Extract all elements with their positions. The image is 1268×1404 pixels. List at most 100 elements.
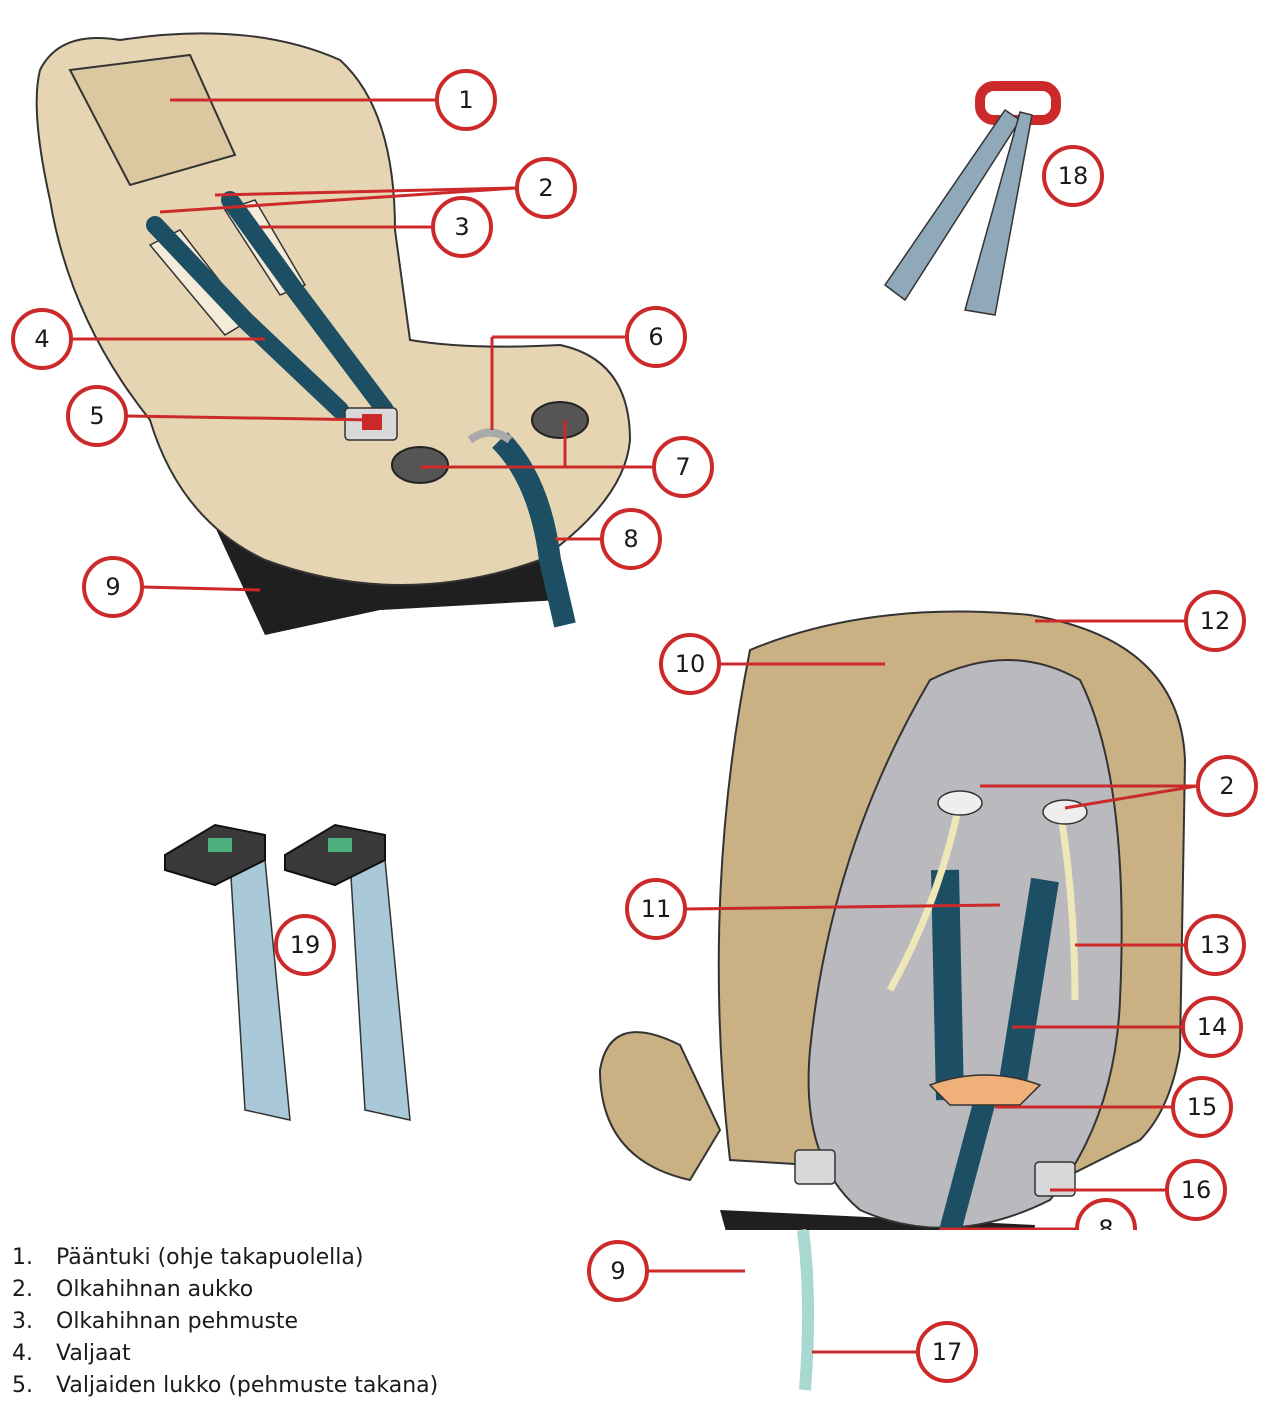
shoulder-slot-left [937,790,983,816]
callout-number: 12 [1200,607,1231,635]
callout-number: 13 [1200,931,1231,959]
callout-number: 3 [454,213,469,241]
callout-leader-line [685,903,1001,911]
seat-front-view [35,32,632,635]
isofix-latch-left [794,1149,836,1185]
callout-leader-line [214,186,517,197]
isofix-connectors [164,823,411,1121]
harness-strap-right [221,191,394,419]
headrest-cord-right [1056,809,1079,1001]
legend-number: 3. [12,1309,33,1334]
legend-text: Pääntuki (ohje takapuolella) [56,1245,364,1270]
isofix-strap-left [229,859,291,1121]
callout-circle [431,196,493,258]
callout-circle [652,436,714,498]
callout-number: 18 [1058,162,1089,190]
tether-strap-right [964,111,1033,316]
callout-circles-bottom: 9 17 [587,1240,978,1383]
callout-number: 2 [1219,772,1234,800]
callout-circle [1184,914,1246,976]
seat-rear-view [598,610,1187,1230]
callout-leader-line [126,414,376,422]
callout-number: 9 [105,573,120,601]
isofix-strap-right [349,859,411,1121]
legend-text: Valjaat [56,1341,131,1366]
legend-item: 2. Olkahihnan aukko [12,1274,438,1306]
callout-number: 16 [1181,1176,1212,1204]
tether-strap-left [883,108,1022,302]
crotch-strap [492,432,576,628]
callout-leader-line [1064,784,1198,810]
callout-number: 17 [932,1338,963,1366]
legend: 1. Pääntuki (ohje takapuolella) 2. Olkahih… [12,1242,438,1402]
callout-number: 6 [648,323,663,351]
callout-number: 8 [1098,1215,1113,1230]
shoulder-slot-right [1042,799,1088,825]
callout-circle [600,508,662,570]
callout-circle [274,914,336,976]
callout-number: 8 [623,525,638,553]
headrest-cord-left [886,799,964,992]
callout-circle [66,385,128,447]
rear-shell [807,659,1123,1229]
rear-harness-center [938,1097,996,1230]
callout-lines [72,98,1198,1230]
legend-item: 4. Valjaat [12,1338,438,1370]
callout-lines-bottom [648,1269,917,1354]
callout-number: 2 [538,174,553,202]
legend-number: 2. [12,1277,33,1302]
isofix-connector-right [284,823,386,887]
callout-number: 5 [89,402,104,430]
diagram-bottom: 9 17 [587,1230,978,1391]
tether-ring [975,81,1061,125]
callout-leader-line [142,585,261,592]
legend-text: Olkahihnan pehmuste [56,1309,299,1334]
callout-circle [82,556,144,618]
legend-item: 3. Olkahihnan pehmuste [12,1306,438,1338]
isofix-guide-left [391,446,449,484]
callout-circle [1184,590,1246,652]
callout-number: 11 [641,895,672,923]
callout-circle [587,1240,649,1302]
rear-seat-cushion [598,1031,722,1182]
callout-circle [515,157,577,219]
seat-cushion-fabric [35,32,632,586]
isofix-latch-right [1034,1161,1076,1197]
isofix-indicator-left [208,838,232,852]
harness-buckle-button [362,414,382,430]
top-tether-strap [883,81,1061,316]
legend-number: 5. [12,1373,33,1398]
callout-number: 15 [1187,1093,1218,1121]
callout-leader-line [159,186,517,214]
harness-strap-left [146,216,349,419]
callout-circle [435,69,497,131]
callout-circle [11,308,73,370]
callout-number: 10 [675,650,706,678]
isofix-connector-left [164,823,266,887]
callout-number: 7 [675,453,690,481]
callout-number: 14 [1197,1013,1228,1041]
callout-circle [659,633,721,695]
callout-number: 19 [290,931,321,959]
callout-circle [1165,1159,1227,1221]
rear-harness-left [931,869,964,1101]
legend-text: Valjaiden lukko (pehmuste takana) [56,1373,439,1398]
legend-number: 1. [12,1245,33,1270]
headrest [68,53,237,187]
callout-circle [1042,145,1104,207]
adjuster-strap-lower [797,1230,815,1391]
callout-number: 4 [34,325,49,353]
callout-circle [625,878,687,940]
legend-number: 4. [12,1341,33,1366]
legend-text: Olkahihnan aukko [56,1277,254,1302]
harness-adjuster-plate [928,1074,1042,1106]
legend-item: 1. Pääntuki (ohje takapuolella) [12,1242,438,1274]
isofix-indicator-right [328,838,352,852]
callout-circle [625,306,687,368]
rear-harness-right [996,877,1059,1103]
legend-item: 5. Valjaiden lukko (pehmuste takana) [12,1370,438,1402]
belt-guide-hook [467,428,513,444]
callout-number: 9 [610,1257,625,1285]
